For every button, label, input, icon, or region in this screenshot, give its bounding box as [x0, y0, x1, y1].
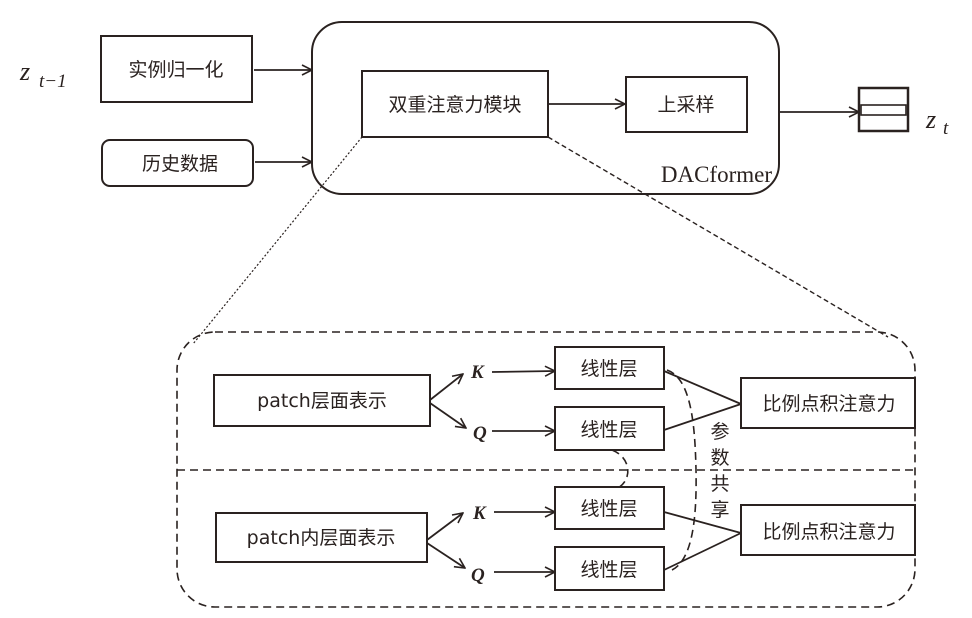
param-sharing-char-2: 数	[710, 447, 729, 469]
lower-linear-layer-q-box	[554, 546, 665, 591]
lower-linear-layer-k-box	[554, 486, 665, 530]
lower-linear-layer-k-label: 线性层	[580, 498, 637, 520]
z-out-subscript: t	[943, 118, 949, 139]
param-sharing-char-4: 享	[710, 499, 729, 521]
line-upper-q-to-attention	[663, 403, 742, 431]
upper-k-label: K	[470, 362, 485, 383]
line-lower-q-to-attention	[663, 532, 742, 571]
upper-attention-label: 比例点积注意力	[762, 393, 895, 415]
lower-branch: patch内层面表示 K Q 线性层 线性层 比例点积注意力	[215, 486, 916, 591]
arrow-lower-to-q	[426, 542, 465, 568]
z-prev-base: z	[19, 57, 30, 86]
zoom-connector-right	[547, 136, 889, 338]
upsampling-block: 上采样	[625, 76, 748, 133]
zoom-connector-left	[192, 136, 363, 345]
arrow-upper-to-k	[429, 374, 463, 401]
history-data-block: 历史数据	[101, 139, 254, 187]
lower-linear-layer-q-label: 线性层	[580, 559, 637, 581]
instance-norm-label: 实例归一化	[128, 59, 223, 81]
upper-linear-layer-q-label: 线性层	[580, 419, 637, 441]
upsampling-label: 上采样	[657, 94, 714, 116]
intra-patch-representation-box	[215, 512, 428, 563]
lower-attention-label: 比例点积注意力	[762, 521, 895, 543]
upper-linear-layer-k-label: 线性层	[580, 358, 637, 380]
upper-linear-layer-q-box	[554, 406, 665, 451]
param-sharing-curve-inner	[611, 449, 629, 489]
arrow-upper-k-to-linear	[491, 371, 555, 372]
line-upper-k-to-attention	[663, 370, 742, 405]
dacformer-label: DACformer	[661, 162, 772, 187]
lower-attention-box	[740, 504, 916, 556]
lower-k-label: K	[472, 503, 487, 524]
param-sharing-curve-outer	[666, 369, 697, 571]
upsampling-box	[625, 76, 748, 133]
dual-attention-module-label: 双重注意力模块	[388, 94, 521, 116]
instance-norm-box	[100, 35, 253, 103]
upper-linear-layer-k-box	[554, 346, 665, 390]
dual-attention-module-box	[361, 70, 549, 138]
output-variable-z: z t	[925, 105, 949, 139]
upper-attention-box	[740, 377, 916, 429]
z-prev-subscript: t−1	[39, 71, 67, 92]
input-variable-z-prev: z t−1	[19, 57, 67, 92]
lower-q-label: Q	[471, 565, 485, 586]
z-out-base: z	[925, 105, 936, 134]
patch-level-representation-label: patch层面表示	[257, 390, 387, 412]
param-sharing-label: 参 数 共 享	[710, 421, 729, 521]
intra-patch-representation-label: patch内层面表示	[247, 527, 396, 549]
output-tensor-icon	[857, 86, 910, 133]
patch-level-representation-box	[213, 374, 431, 427]
line-lower-k-to-attention	[663, 511, 742, 534]
upper-q-label: Q	[473, 423, 487, 444]
dual-attention-module-block: 双重注意力模块	[361, 70, 549, 138]
upper-branch: patch层面表示 K Q 线性层 线性层 比例点积注意力	[213, 346, 916, 451]
history-data-label: 历史数据	[142, 153, 218, 175]
arrow-lower-to-k	[426, 513, 463, 541]
arrow-upper-to-q	[429, 402, 466, 428]
instance-norm-block: 实例归一化	[100, 35, 253, 103]
param-sharing-char-1: 参	[710, 421, 729, 443]
param-sharing-char-3: 共	[710, 473, 729, 495]
history-data-box	[101, 139, 254, 187]
